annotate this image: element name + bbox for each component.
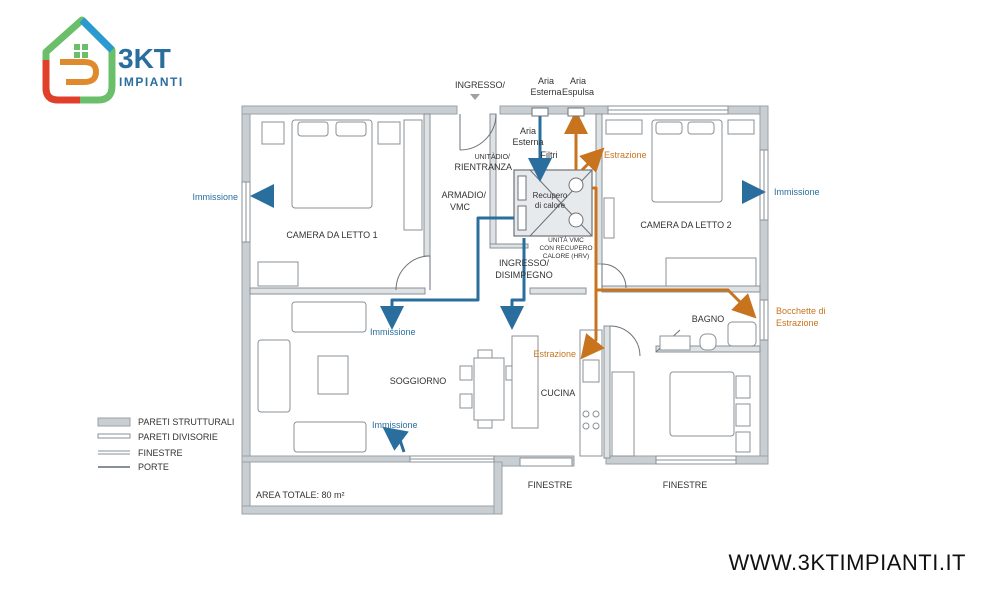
aria-esterna-top-line1: Aria	[538, 76, 554, 86]
aria-espulsa-line1: Aria	[570, 76, 586, 86]
filtri-label: Filtri	[541, 150, 558, 160]
duct-estrazione	[564, 110, 757, 360]
legend-label: PORTE	[138, 462, 169, 472]
plan-labels: INGRESSO/ Aria Esterna Aria Espulsa Aria…	[192, 76, 825, 500]
area-label: AREA TOTALE: 80 m²	[256, 490, 345, 500]
estrazione-label-kitchen: Estrazione	[533, 349, 576, 359]
legend-item: PARETI STRUTTURALI	[97, 417, 234, 427]
legend: PARETI STRUTTURALI PARETI DIVISORIE FINE…	[97, 417, 234, 472]
immissione-label-living-bottom: Immissione	[372, 420, 418, 430]
fan-icon	[568, 212, 584, 228]
legend-item: FINESTRE	[98, 448, 183, 458]
legend-label: PARETI STRUTTURALI	[138, 417, 234, 427]
duct-immissione	[250, 116, 766, 453]
website-url: WWW.3KTIMPIANTI.IT	[728, 550, 966, 575]
armadio-line1: ARMADIO/	[441, 190, 486, 200]
brand-sub: IMPIANTI	[119, 75, 184, 89]
aria-espulsa-line2: Espulsa	[562, 87, 594, 97]
finestre-label-center: FINESTRE	[528, 480, 573, 490]
hall-label-line1: INGRESSO/	[499, 258, 550, 268]
estrazione-label-top: Estrazione	[604, 150, 647, 160]
aria-esterna-top-line2: Esterna	[530, 87, 561, 97]
fan-icon	[568, 177, 584, 193]
room-label-bath: BAGNO	[692, 314, 725, 324]
bocchette-line1: Bocchette di	[776, 306, 826, 316]
vmc-recupero-line1: Recupero	[533, 191, 568, 200]
vmc-note-line3: CALORE (HRV)	[543, 253, 589, 260]
legend-item: PORTE	[98, 462, 169, 472]
unita-rientranza-line2: RIENTRANZA	[454, 162, 512, 172]
ingresso-top-label: INGRESSO/	[455, 80, 506, 90]
room-label-living: SOGGIORNO	[390, 376, 447, 386]
bocchette-line2: Estrazione	[776, 318, 819, 328]
house-drop-icon	[42, 16, 116, 104]
vmc-unit: Recupero di calore	[513, 169, 593, 237]
immissione-label-bedroom1: Immissione	[192, 192, 238, 202]
finestre-label-right: FINESTRE	[663, 480, 708, 490]
legend-label: FINESTRE	[138, 448, 183, 458]
immissione-label-living-top: Immissione	[370, 327, 416, 337]
doors	[395, 113, 681, 357]
legend-swatch-partition	[97, 433, 131, 439]
immissione-label-bedroom2: Immissione	[774, 187, 820, 197]
room-label-bedroom2: CAMERA DA LETTO 2	[640, 220, 731, 230]
hall-label-line2: DISIMPEGNO	[495, 270, 553, 280]
external-vents	[470, 94, 585, 117]
room-label-kitchen: CUCINA	[541, 388, 576, 398]
aria-esterna-line1: Aria	[520, 126, 536, 136]
legend-swatch-structural	[97, 417, 131, 427]
vmc-note-line1: UNITÀ VMC	[548, 235, 584, 244]
aria-esterna-line2: Esterna	[512, 137, 543, 147]
brand-name: 3KT	[118, 43, 171, 74]
furniture	[257, 119, 757, 457]
armadio-line2: VMC	[450, 202, 471, 212]
room-label-bedroom1: CAMERA DA LETTO 1	[286, 230, 377, 240]
brand-logo: 3KT IMPIANTI	[42, 16, 184, 104]
vmc-note-line2: CON RECUPERO	[539, 245, 592, 252]
legend-label: PARETI DIVISORIE	[138, 432, 218, 442]
vmc-recupero-line2: di calore	[535, 201, 566, 210]
unita-rientranza-line1: UNITÀDIO/	[475, 152, 510, 161]
legend-item: PARETI DIVISORIE	[97, 432, 218, 442]
